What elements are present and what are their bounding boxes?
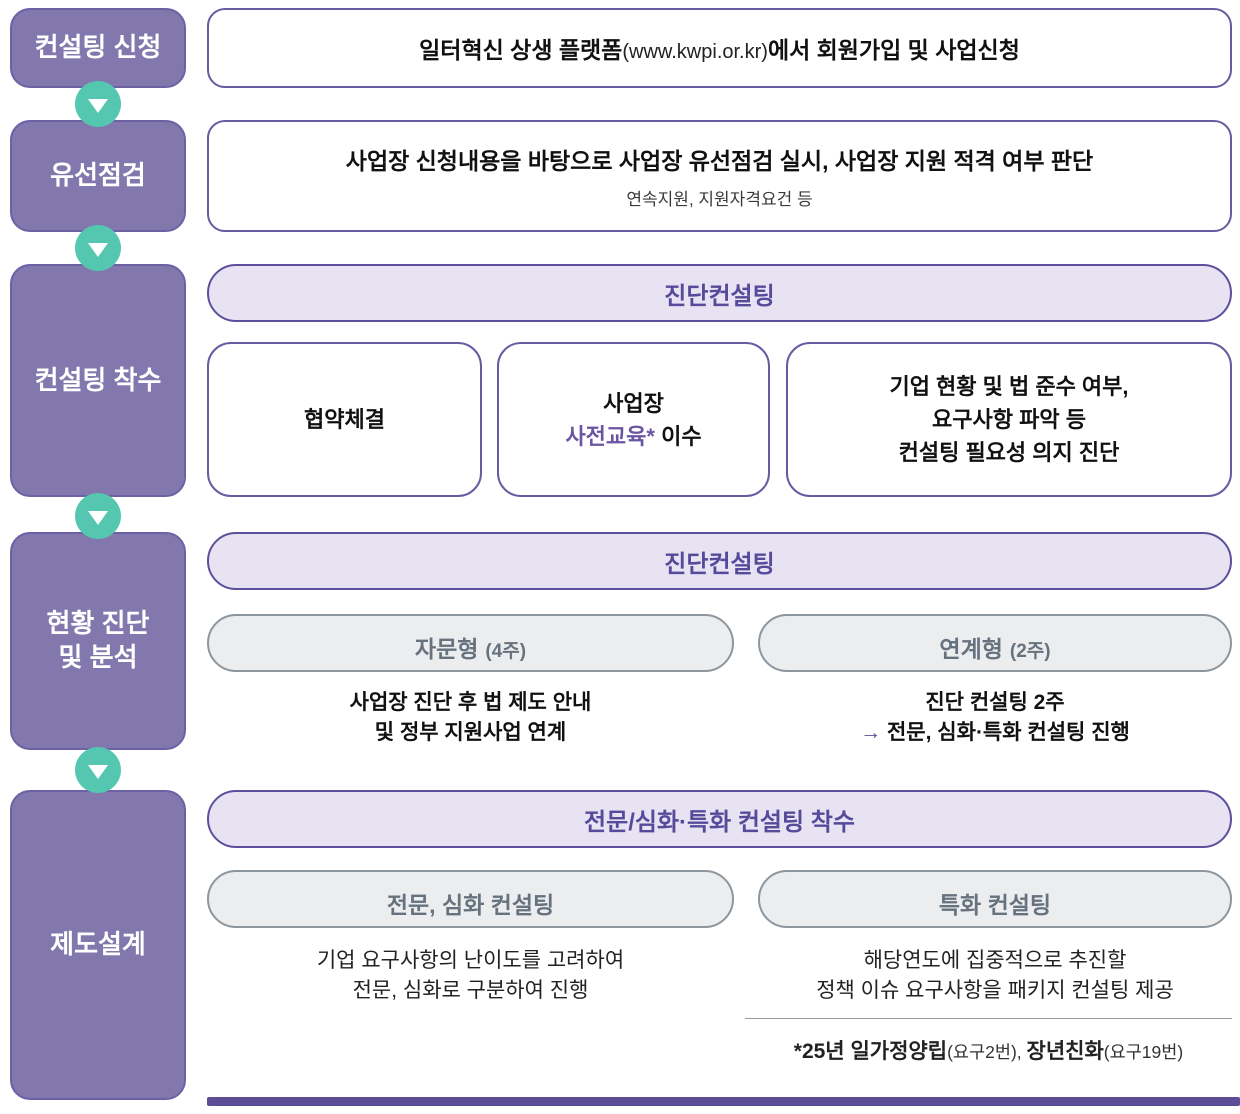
flow-arrow-2 [75, 225, 121, 271]
footnote: *25년 일가정양립(요구2번), 장년친화(요구19번) [745, 1038, 1232, 1065]
box-pre-education: 사업장 사전교육* 이수 [497, 342, 770, 497]
panel-phone-check: 사업장 신청내용을 바탕으로 사업장 유선점검 실시, 사업장 지원 적격 여부… [207, 120, 1232, 232]
step-label: 제도설계 [50, 929, 146, 960]
step-label: 현황 진단 및 분석 [46, 608, 150, 672]
pill-advisory-duration: (4주) [485, 641, 527, 662]
panel-apply: 일터혁신 상생 플랫폼(www.kwpi.or.kr)에서 회원가입 및 사업신… [207, 8, 1232, 88]
phone-check-sub-text: 연속지원, 지원자격요건 등 [626, 190, 813, 209]
step-label: 유선점검 [50, 160, 146, 191]
step-label: 컨설팅 신청 [34, 32, 162, 63]
pre-education-highlight: 사전교육* [565, 423, 655, 449]
header-pill-label: 진단컨설팅 [664, 282, 775, 310]
pill-expert-advanced: 전문, 심화 컨설팅 [207, 870, 734, 928]
step-box-consulting-start: 컨설팅 착수 [10, 264, 186, 497]
flow-arrow-3 [75, 493, 121, 539]
footnote-bold-2: 장년친화 [1026, 1040, 1104, 1063]
down-arrow-icon [88, 765, 108, 779]
linked-desc-line2: 전문, 심화·특화 컨설팅 진행 [881, 721, 1130, 745]
pill-advisory-type: 자문형 (4주) [207, 614, 734, 672]
specialized-desc-text: 해당연도에 집중적으로 추진할 정책 이슈 요구사항을 패키지 컨설팅 제공 [816, 949, 1174, 1003]
box-agreement: 협약체결 [207, 342, 482, 497]
pill-linked-type: 연계형 (2주) [758, 614, 1232, 672]
step-box-diagnosis-analysis: 현황 진단 및 분석 [10, 532, 186, 750]
panel-apply-text: 일터혁신 상생 플랫폼(www.kwpi.or.kr)에서 회원가입 및 사업신… [419, 31, 1020, 65]
pill-specialized: 특화 컨설팅 [758, 870, 1232, 928]
phone-check-main-text: 사업장 신청내용을 바탕으로 사업장 유선점검 실시, 사업장 지원 적격 여부… [345, 148, 1094, 174]
step-label: 컨설팅 착수 [34, 364, 162, 395]
step-box-consulting-apply: 컨설팅 신청 [10, 8, 186, 88]
down-arrow-icon [88, 511, 108, 525]
down-arrow-icon [88, 99, 108, 113]
pill-linked-title: 연계형 [939, 636, 1003, 662]
step-box-system-design: 제도설계 [10, 790, 186, 1100]
header-pill-label: 전문/심화·특화 컨설팅 착수 [584, 808, 855, 836]
header-pill-label: 진단컨설팅 [664, 550, 775, 578]
right-arrow-icon: → [860, 721, 882, 745]
footnote-reg-1: (요구2번), [947, 1042, 1027, 1062]
pill-advisory-title: 자문형 [414, 636, 479, 662]
step-box-phone-check: 유선점검 [10, 120, 186, 232]
expert-advanced-desc-text: 기업 요구사항의 난이도를 고려하여 전문, 심화로 구분하여 진행 [316, 949, 625, 1003]
pre-education-text: 사업장 사전교육* 이수 [565, 387, 701, 453]
pill-expert-advanced-label: 전문, 심화 컨설팅 [386, 892, 555, 918]
footnote-bold-1: *25년 일가정양립 [793, 1040, 948, 1063]
platform-url-text: (www.kwpi.or.kr) [622, 41, 768, 63]
flow-arrow-1 [75, 81, 121, 127]
pill-specialized-label: 특화 컨설팅 [938, 892, 1052, 918]
bottom-accent-bar [207, 1097, 1240, 1106]
platform-name-text: 일터혁신 상생 플랫폼 [419, 37, 623, 63]
flow-arrow-4 [75, 747, 121, 793]
company-status-text: 기업 현황 및 법 준수 여부, 요구사항 파악 등 컨설팅 필요성 의지 진단 [889, 374, 1129, 465]
linked-desc-text: 진단 컨설팅 2주 → 전문, 심화·특화 컨설팅 진행 [758, 688, 1232, 749]
advisory-desc-text: 사업장 진단 후 법 제도 안내 및 정부 지원사업 연계 [349, 691, 592, 745]
down-arrow-icon [88, 243, 108, 257]
agreement-text: 협약체결 [304, 407, 385, 432]
header-pill-diagnosis-consulting-2: 진단컨설팅 [207, 532, 1232, 590]
box-company-status: 기업 현황 및 법 준수 여부, 요구사항 파악 등 컨설팅 필요성 의지 진단 [786, 342, 1232, 497]
apply-action-text: 에서 회원가입 및 사업신청 [767, 37, 1020, 63]
note-divider [745, 1018, 1232, 1019]
pre-education-line1: 사업장 [603, 390, 664, 416]
pre-education-rest: 이수 [654, 423, 702, 449]
header-pill-diagnosis-consulting-1: 진단컨설팅 [207, 264, 1232, 322]
pill-linked-duration: (2주) [1009, 641, 1051, 662]
linked-desc-line1: 진단 컨설팅 2주 [925, 691, 1065, 714]
footnote-reg-2: (요구19번) [1103, 1042, 1184, 1062]
header-pill-specialized-consulting: 전문/심화·특화 컨설팅 착수 [207, 790, 1232, 848]
